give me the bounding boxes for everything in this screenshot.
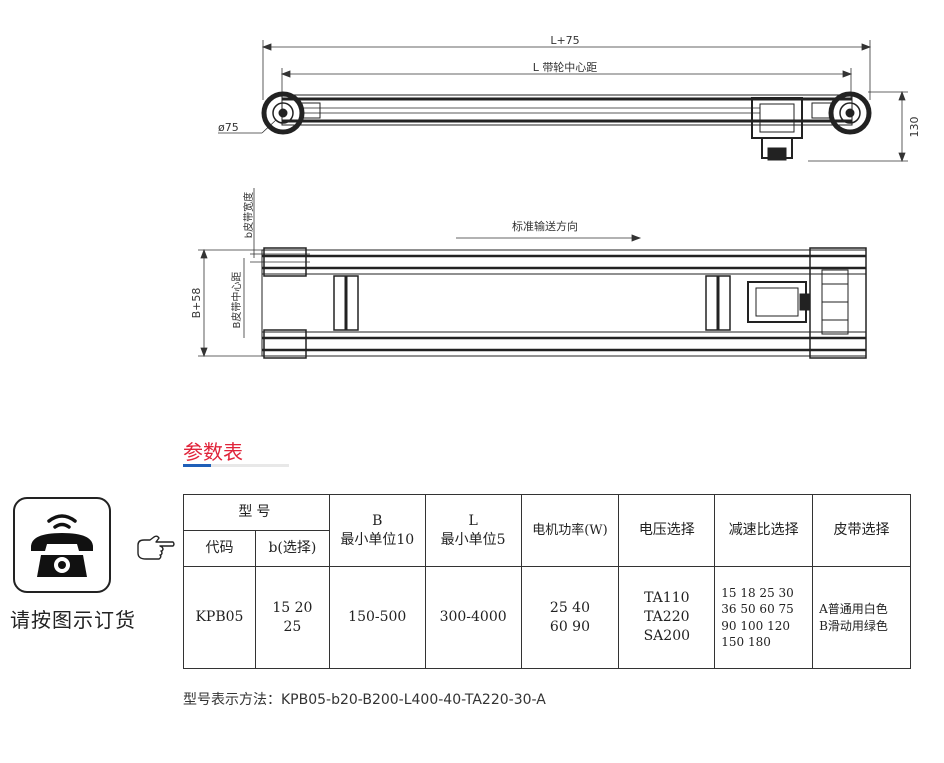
dim-center-label: L 带轮中心距 (533, 60, 598, 74)
top-view (261, 247, 867, 359)
voltage-value: TA110 TA220 SA200 (618, 566, 716, 669)
overall-width-label: B+58 (190, 288, 203, 319)
phone-order-box (13, 497, 111, 593)
parameter-table: 型号 B 最小单位10 L 最小单位5 电机功率(W) 电压选择 减速比选择 皮… (183, 494, 911, 669)
voltage-header: 电压选择 (618, 494, 716, 567)
phone-icon (31, 514, 93, 577)
conveyor-drawing: L+75 L 带轮中心距 ø75 130 b皮带宽度 B皮带中心距 (190, 34, 921, 359)
side-view (261, 91, 872, 161)
title-underline-accent (183, 464, 211, 467)
belt-value: A普通用白色 B滑动用绿色 (812, 566, 911, 669)
L-header: L 最小单位5 (424, 494, 522, 567)
b-header: b(选择) (254, 530, 330, 567)
belt-width-label: b皮带宽度 (242, 192, 255, 238)
model-method-text: 型号表示方法：KPB05-b20-B200-L400-40-TA220-30-A (183, 692, 546, 708)
section-title: 参数表 (183, 440, 243, 464)
B-header-line2: 最小单位10 (340, 531, 415, 548)
power-header: 电机功率(W) (520, 494, 620, 567)
B-value: 150-500 (328, 566, 426, 669)
belt-center-label: B皮带中心距 (230, 272, 243, 329)
pointing-hand-icon (137, 535, 175, 560)
ratio-value: 15 18 25 30 36 50 60 75 90 100 120 150 1… (714, 566, 814, 669)
dim-diameter-label: ø75 (218, 121, 239, 134)
dim-height-label: 130 (908, 117, 921, 138)
code-value: KPB05 (183, 566, 256, 669)
code-header: 代码 (183, 530, 256, 567)
dim-total-label: L+75 (550, 34, 579, 47)
L-header-line2: 最小单位5 (440, 531, 506, 548)
title-underline (183, 464, 289, 467)
model-header: 型号 (183, 494, 330, 531)
power-value: 25 40 60 90 (520, 566, 620, 669)
direction-label: 标准输送方向 (512, 219, 578, 233)
B-header: B 最小单位10 (328, 494, 426, 567)
top-view-dimensions (198, 188, 642, 358)
side-view-dimensions (218, 40, 908, 163)
L-header-line1: L (468, 512, 478, 529)
order-instruction: 请按图示订货 (10, 608, 136, 632)
B-header-line1: B (372, 512, 383, 529)
ratio-header: 减速比选择 (714, 494, 814, 567)
b-value: 15 20 25 (254, 566, 330, 669)
L-value: 300-4000 (424, 566, 522, 669)
belt-header: 皮带选择 (812, 494, 911, 567)
